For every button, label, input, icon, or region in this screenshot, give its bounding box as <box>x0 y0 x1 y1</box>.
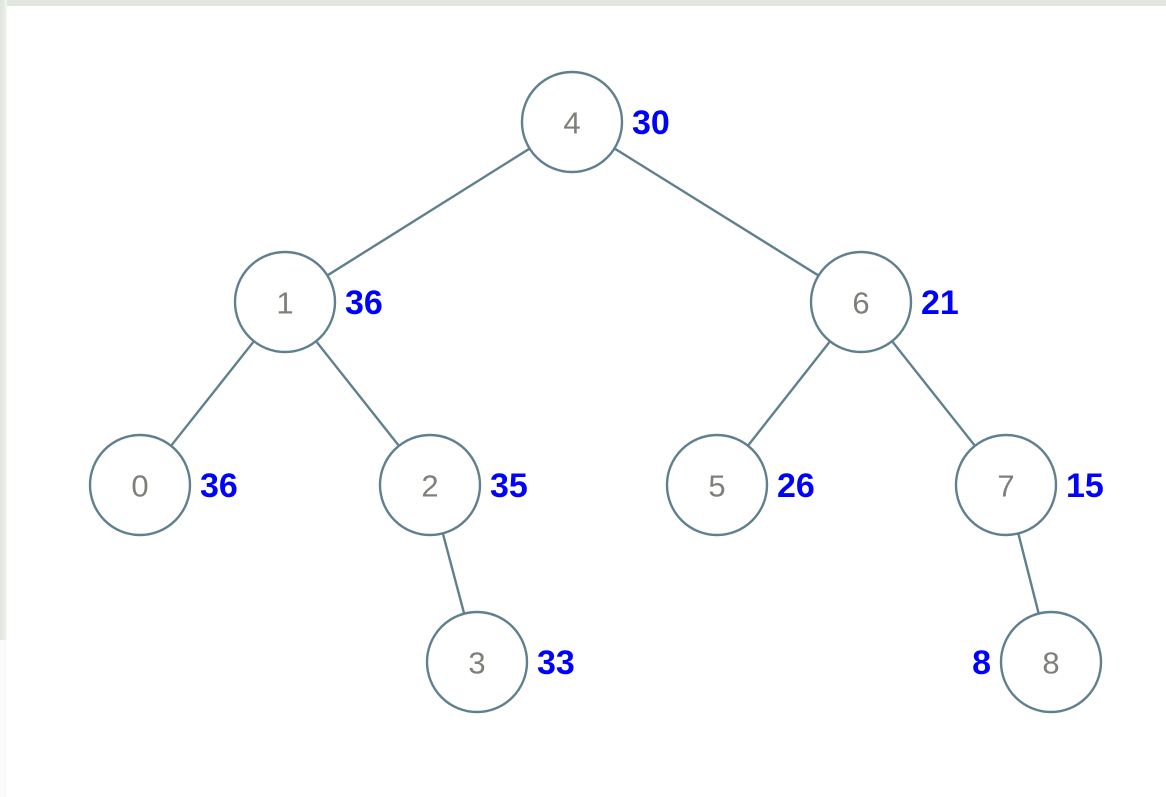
node-circle-6[interactable] <box>809 250 913 354</box>
node-value-label-4: 30 <box>632 104 670 142</box>
node-value-label-8: 8 <box>972 644 991 682</box>
node-circle-5[interactable] <box>665 433 769 537</box>
tree-edge-2-3 <box>441 532 466 615</box>
tree-edge-4-6 <box>613 147 820 277</box>
node-id-label-7: 7 <box>997 469 1014 504</box>
node-value-label-1: 36 <box>345 284 383 322</box>
node-id-label-1: 1 <box>276 286 293 321</box>
node-id-label-3: 3 <box>468 646 485 681</box>
tree-node-8[interactable]: 88 <box>972 610 1103 714</box>
tree-node-5[interactable]: 5 26 <box>665 433 815 537</box>
node-circle-8[interactable] <box>999 610 1103 714</box>
node-value-label-2: 35 <box>490 467 528 505</box>
node-circle-2[interactable] <box>378 433 482 537</box>
node-id-label-4: 4 <box>563 106 580 141</box>
left-edge-strip <box>0 0 7 797</box>
tree-node-2[interactable]: 2 35 <box>378 433 528 537</box>
tree-edge-layer <box>169 147 1040 615</box>
node-id-label-5: 5 <box>708 469 725 504</box>
tree-edge-4-1 <box>326 147 531 277</box>
node-circle-1[interactable] <box>233 250 337 354</box>
tree-edge-1-2 <box>314 339 401 448</box>
node-id-label-8: 8 <box>1042 646 1059 681</box>
node-value-label-3: 33 <box>537 644 575 682</box>
node-circle-7[interactable] <box>954 433 1058 537</box>
tree-node-4[interactable]: 4 30 <box>520 70 670 174</box>
tree-node-0[interactable]: 0 36 <box>88 433 238 537</box>
tree-node-6[interactable]: 6 21 <box>809 250 959 354</box>
tree-edge-6-5 <box>746 340 832 447</box>
node-value-label-0: 36 <box>200 467 238 505</box>
node-id-label-2: 2 <box>421 469 438 504</box>
tree-edge-1-0 <box>169 339 256 448</box>
node-value-label-5: 26 <box>777 467 815 505</box>
left-edge-strip-lower <box>0 640 7 797</box>
node-circle-0[interactable] <box>88 433 192 537</box>
top-edge-strip <box>0 0 1166 6</box>
node-circle-3[interactable] <box>425 610 529 714</box>
tree-edge-7-8 <box>1017 532 1040 615</box>
node-value-label-7: 15 <box>1066 467 1104 505</box>
tree-edge-6-7 <box>890 339 977 448</box>
tree-node-1[interactable]: 1 36 <box>233 250 383 354</box>
node-id-label-6: 6 <box>852 286 869 321</box>
node-circle-4[interactable] <box>520 70 624 174</box>
tree-node-7[interactable]: 7 15 <box>954 433 1104 537</box>
node-id-label-0: 0 <box>131 469 148 504</box>
node-value-label-6: 21 <box>921 284 959 322</box>
